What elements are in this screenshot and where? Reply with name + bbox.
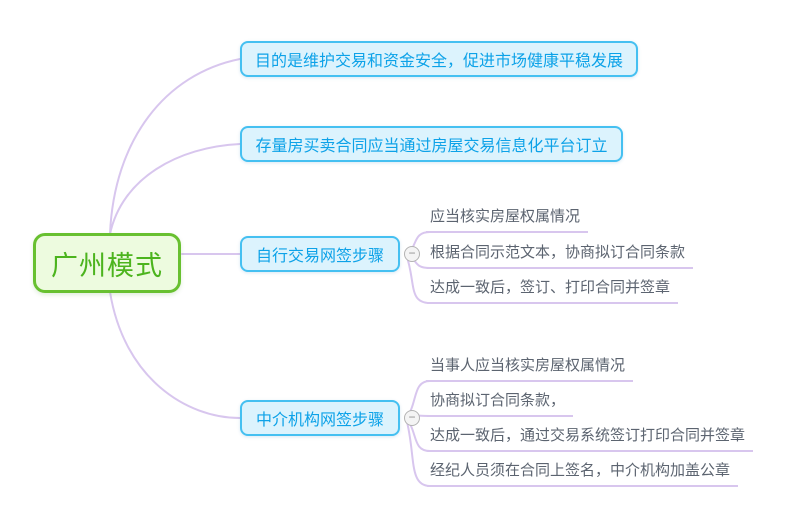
collapse-button-self-transaction[interactable]: − (404, 246, 420, 262)
connector-root-branch-1 (109, 58, 241, 235)
child-node-parties-verify-ownership[interactable]: 当事人应当核实房屋权属情况 (426, 356, 634, 382)
connector-root-branch-2 (109, 143, 241, 235)
connector-branch4-child-4 (405, 417, 431, 487)
connector-branch3-child-3 (405, 253, 431, 304)
child-node-negotiate-terms[interactable]: 协商拟订合同条款， (426, 391, 574, 417)
child-node-verify-ownership[interactable]: 应当核实房屋权属情况 (426, 207, 589, 233)
child-node-sign-print-seal[interactable]: 达成一致后，签订、打印合同并签章 (426, 278, 679, 304)
root-node-guangzhou-model[interactable]: 广州模式 (33, 233, 181, 293)
branch-node-agency-steps[interactable]: 中介机构网签步骤 (240, 400, 400, 436)
branch-node-self-transaction-steps[interactable]: 自行交易网签步骤 (240, 236, 400, 272)
minus-icon: − (408, 246, 416, 260)
branch-node-contract-platform[interactable]: 存量房买卖合同应当通过房屋交易信息化平台订立 (240, 126, 623, 162)
child-node-system-sign-print[interactable]: 达成一致后，通过交易系统签订打印合同并签章 (426, 426, 754, 452)
branch-node-purpose[interactable]: 目的是维护交易和资金安全，促进市场健康平稳发展 (240, 41, 638, 77)
connector-root-branch-4 (109, 291, 241, 419)
minus-icon: − (408, 410, 416, 424)
collapse-button-agency[interactable]: − (404, 410, 420, 426)
child-node-broker-signature-seal[interactable]: 经纪人员须在合同上签名，中介机构加盖公章 (426, 461, 739, 487)
child-node-draft-terms[interactable]: 根据合同示范文本，协商拟订合同条款 (426, 243, 694, 269)
